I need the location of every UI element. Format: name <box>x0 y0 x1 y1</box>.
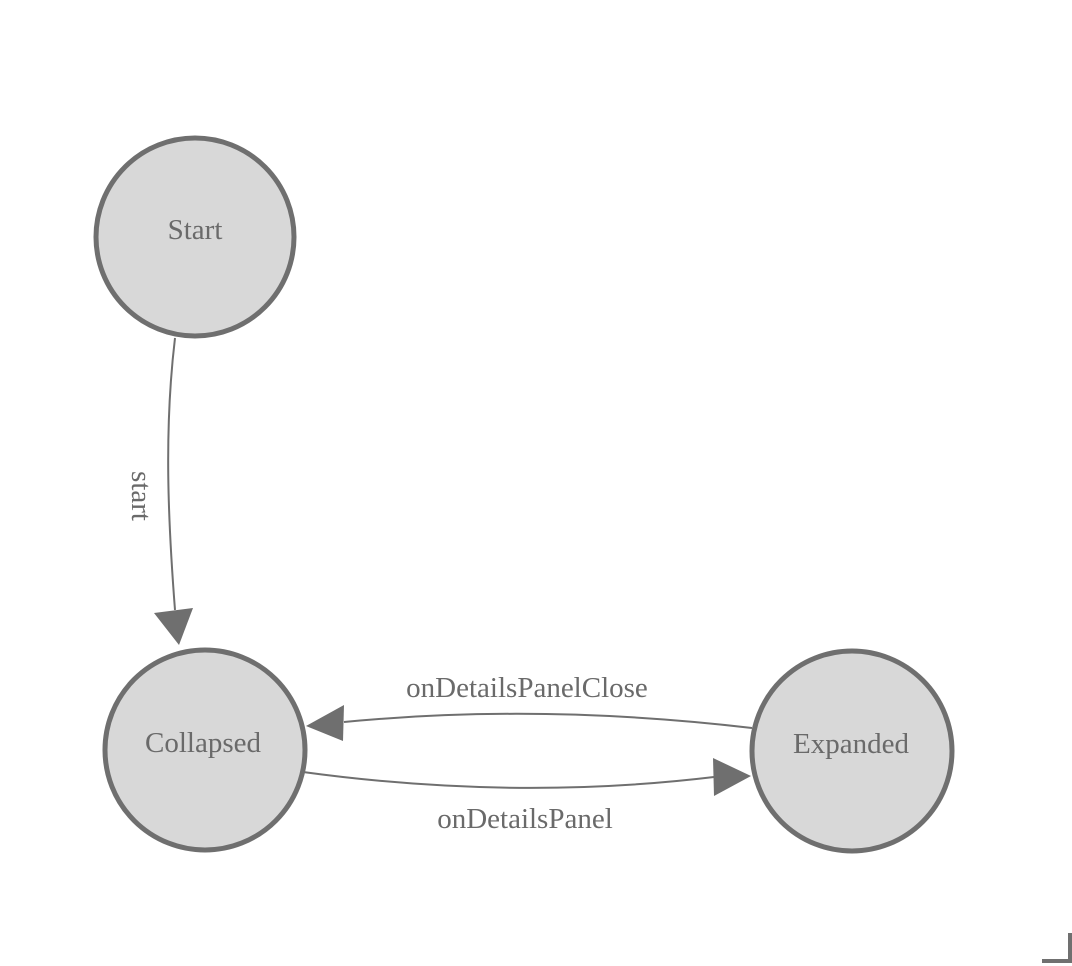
edge-line <box>343 712 753 729</box>
state-label: Start <box>168 214 223 246</box>
state-node-start[interactable]: Start <box>93 135 297 339</box>
state-label: Expanded <box>793 728 909 760</box>
corner-horizontal-bar <box>1042 959 1072 963</box>
arrowhead-down-icon <box>154 608 193 645</box>
resize-corner-icon[interactable] <box>1042 933 1072 963</box>
state-node-collapsed[interactable]: Collapsed <box>102 647 308 853</box>
edge-line <box>167 337 176 611</box>
edge-line <box>302 771 715 789</box>
state-node-expanded[interactable]: Expanded <box>749 648 955 854</box>
edge-label-start: start <box>125 471 157 521</box>
arrowhead-left-icon <box>306 705 344 741</box>
edge-collapsed-to-expanded: onDetailsPanel <box>302 758 751 835</box>
corner-vertical-bar <box>1068 933 1072 963</box>
arrowhead-right-icon <box>713 758 751 796</box>
edge-label-ondetailspanel: onDetailsPanel <box>437 803 613 835</box>
edge-start-to-collapsed: start <box>125 337 193 645</box>
edge-label-ondetailspanelclose: onDetailsPanelClose <box>406 672 648 704</box>
state-label: Collapsed <box>145 727 261 759</box>
state-circle[interactable] <box>102 647 308 853</box>
state-circle[interactable] <box>93 135 297 339</box>
state-circle[interactable] <box>749 648 955 854</box>
edge-expanded-to-collapsed: onDetailsPanelClose <box>306 672 753 741</box>
